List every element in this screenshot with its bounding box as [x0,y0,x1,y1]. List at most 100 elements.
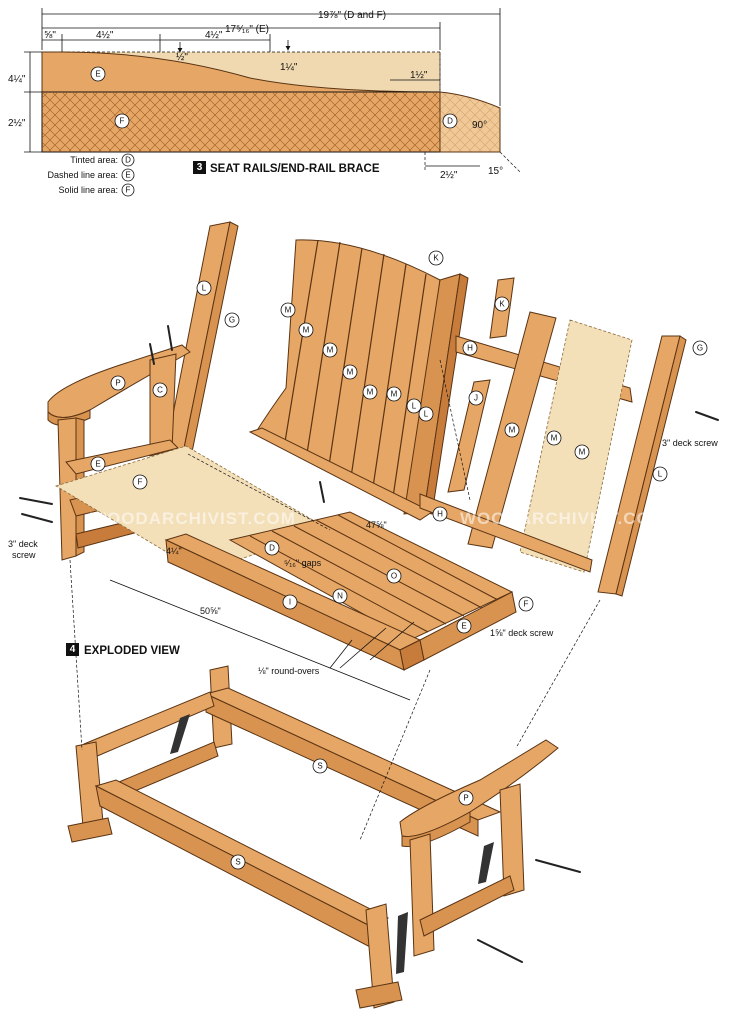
right-back-pieces [419,277,687,597]
j-piece [447,379,491,493]
note-roundovers: ⅛" round-overs [258,666,320,676]
seat-assembly [164,511,517,671]
callout-circle-m-ghost1 [546,430,562,446]
back-slat-lines [283,239,427,505]
legend-dashed: Dashed line area: [47,170,118,180]
callout-m4: M [347,368,354,377]
callout-circle-j [468,390,484,406]
section3-number: 3 [197,162,203,173]
callout-circle-m6 [386,386,402,402]
callout-circle-k-piece [494,296,510,312]
callout-circle-i [282,594,298,610]
legend-dashed-key: E [125,171,130,180]
callout-o: O [391,572,397,581]
screws [19,325,719,963]
note-length-50: 50⅝" [200,606,221,616]
section3-callouts: E F D [90,66,458,129]
callout-circle-k-top [428,250,444,266]
callout-h-top: H [467,344,473,353]
note-deck-screw-right: 3" deck screw [662,438,718,448]
watermark-right: WOODARCHIVIST.COM [460,509,666,528]
callout-l-mid1: L [412,402,417,411]
note-height-41: 4¼" [166,546,182,556]
callout-circle-m3 [322,342,338,358]
callout-m-back: M [509,426,516,435]
section3-dimensions: 19⅞" (D and F) 17⁵⁄₁₆" (E) ⅝" 4½" 4½" ½"… [8,8,521,181]
dim-half: ½" [176,52,188,63]
left-arm-support-c [149,353,177,457]
h-bottom-rail [419,493,593,573]
callout-s-front: S [235,858,240,867]
legend-solid: Solid line area: [58,185,118,195]
callout-m2: M [303,326,310,335]
section3-title: SEAT RAILS/END-RAIL BRACE [210,163,380,175]
callout-circle-g-right [692,340,708,356]
dim-four-half-a: 4½" [96,30,114,41]
callout-f-right: F [524,600,529,609]
callout-circle-n [332,588,348,604]
callout-circle-c-left [152,382,168,398]
section3-heading: 3 SEAT RAILS/END-RAIL BRACE [193,161,380,175]
dim-one-half: 1½" [410,70,428,81]
legend-tinted: Tinted area: [70,155,118,165]
note-deck-screw-left-2: screw [12,550,36,560]
base-front-rail-s [94,779,390,927]
callout-circle-l-mid2 [418,406,434,422]
callout-circle-p-base [458,790,474,806]
callout-f-left: F [138,478,143,487]
callout-k-top: K [433,254,439,263]
callout-n: N [337,592,343,601]
legend-tinted-key: D [125,156,131,165]
callout-circle-m5 [362,384,378,400]
dim-e-length: 17⁵⁄₁₆" (E) [225,24,269,35]
callout-m-ghost1: M [551,434,558,443]
callout-circle-m-ghost2 [574,444,590,460]
callout-d: D [269,544,275,553]
dim-four-half-b: 4½" [205,30,223,41]
note-deck-screw-left-1: 3" deck [8,539,38,549]
m-ghost-slats [519,319,633,573]
dim-overall: 19⅞" (D and F) [318,10,386,21]
callout-e-left: E [95,460,100,469]
callout-l-right: L [658,470,663,479]
callout-m-ghost2: M [579,448,586,457]
note-deck-screw-small: 1⅝" deck screw [490,628,554,638]
dim-height-f: 2½" [8,118,26,129]
callout-p-left: P [115,379,120,388]
dim-bottom-two-half: 2½" [440,170,458,181]
dim-one-quarter: 1¼" [280,61,298,73]
callout-j: J [474,394,478,403]
rail-profile-e [41,51,441,93]
glider-base-frame [67,665,559,1009]
callout-circle-m2 [298,322,314,338]
callout-e-right: E [461,622,466,631]
callout-k-piece: K [499,300,505,309]
callout-m6: M [391,390,398,399]
callout-m5: M [367,388,374,397]
callout-circle-m1 [280,302,296,318]
callout-l-left: L [202,284,207,293]
callout-g-right: G [697,344,703,353]
section4-number: 4 [70,644,76,655]
dim-bottom-angle: 15° [488,166,503,177]
callout-p-base: P [463,794,468,803]
callout-e: E [95,70,100,79]
section4-notes: 3" deck screw 3" deck screw ⁵⁄₁₆" gaps 4… [8,438,718,701]
dim-angle: 90° [472,120,487,131]
callout-circle-l-right [652,466,668,482]
callout-circle-d [264,540,280,556]
callout-l-mid2: L [424,410,429,419]
callout-s-back: S [317,762,322,771]
legend-solid-key: F [126,186,131,195]
callout-circle-l-left [196,280,212,296]
callout-c-left: C [157,386,163,395]
callout-circle-h-top [462,340,478,356]
callout-circle-g-left [224,312,240,328]
seat-rail-profile [41,51,501,153]
area-legend: Tinted area: D Dashed line area: E Solid… [47,153,135,197]
callout-circle-e-right [456,618,472,634]
callout-h-bottom: H [437,510,443,519]
seat-slat-lines [249,514,499,633]
